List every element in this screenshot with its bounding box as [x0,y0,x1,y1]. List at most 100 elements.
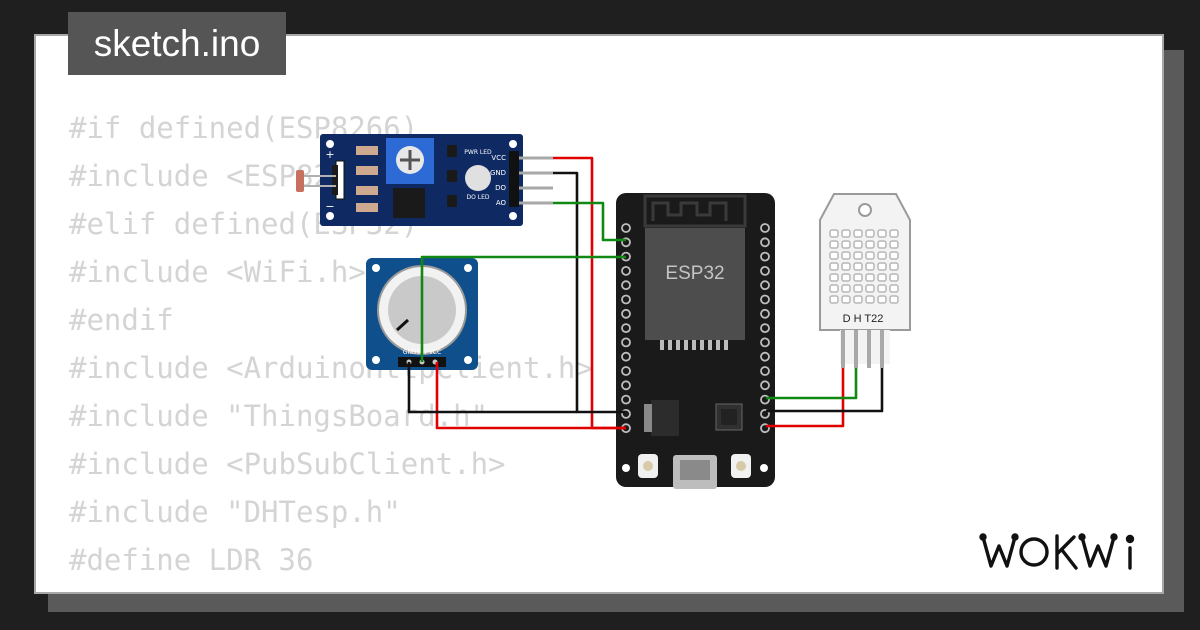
dht22-vent [889,273,899,282]
code-line: #include <WiFi.h> [69,255,366,289]
dht22-vent [841,262,851,271]
dht22-vent [865,240,875,249]
dht22-vent [865,229,875,238]
dht22-vent [841,251,851,260]
esp32-pin[interactable] [621,351,631,362]
dht22-vent [889,240,899,249]
wire-pot-sig[interactable] [420,255,626,362]
esp32-pin[interactable] [760,337,770,348]
dht22-vent [889,295,899,304]
wire-ldr-vcc[interactable] [553,156,626,430]
dht22-vent [865,251,875,260]
project-title[interactable]: sketch.ino [68,12,286,75]
wire-dht-gnd[interactable] [766,368,884,413]
esp32-pin[interactable] [621,223,631,233]
dht22-vent [865,284,875,293]
pwr-led-icon [465,165,491,191]
esp32-pin[interactable] [760,380,770,391]
esp32-pin[interactable] [760,423,770,434]
dht22-vent [829,295,839,304]
esp32-pin[interactable] [760,280,770,291]
ldr-pin-vcc-label: VCC [491,154,506,162]
wire-ldr-gnd[interactable] [553,171,626,414]
esp32-pin[interactable] [621,280,631,291]
wokwi-logo [979,533,1135,570]
esp32-pin[interactable] [760,308,770,319]
dht22-vent [829,262,839,271]
dht22-vent [865,295,875,304]
wire-pot-gnd[interactable] [407,362,577,414]
wire-dht-data[interactable] [766,368,858,400]
do-led-label: DO LED [466,194,489,201]
dht22-vent [841,240,851,249]
dht22-vent [865,262,875,271]
dht22-vent [877,295,887,304]
dht22-vent [829,273,839,282]
esp32-pin[interactable] [760,294,770,305]
dht22-vent [829,240,839,249]
esp32-pin[interactable] [621,308,631,319]
esp32-pin[interactable] [621,394,631,405]
dht22-vent [829,284,839,293]
esp32-pin[interactable] [621,294,631,305]
dht22-vent [841,273,851,282]
esp32-pin[interactable] [760,323,770,334]
dht22-vent [841,284,851,293]
ldr-pin-gnd-label: GND [490,169,506,177]
code-line: #include <PubSubClient.h> [69,447,506,481]
dht22-vent [853,240,863,249]
esp32-board[interactable]: ESP32 [616,193,775,489]
wire-pot-vcc[interactable] [435,362,626,430]
esp32-label: ESP32 [665,263,724,284]
esp32-pin[interactable] [621,337,631,348]
ldr-module[interactable]: + − PWR LED DO LED VCC GND DO AO [296,134,553,226]
photoresistor-icon [296,170,304,192]
code-line: #include "ThingsBoard.h" [69,399,489,433]
esp32-pin[interactable] [621,265,631,276]
dht22-vent [853,273,863,282]
dht22-vent [829,251,839,260]
code-line: #define LDR 36 [69,543,314,577]
dht22-label: D H T22 [843,313,884,325]
dht22-vent [841,295,851,304]
ldr-minus-label: − [325,200,334,213]
dht22-vent [853,284,863,293]
esp32-pin[interactable] [621,366,631,376]
dht22-vent [853,262,863,271]
dht22-vent [829,229,839,238]
dht22-vent [853,251,863,260]
esp32-pin[interactable] [760,366,770,376]
dht22-vent [889,229,899,238]
esp32-pin[interactable] [760,237,770,248]
code-line: #include "DHTesp.h" [69,495,401,529]
dht22-vent [877,273,887,282]
esp32-pin[interactable] [760,351,770,362]
ldr-pin-ao-label: AO [496,199,507,207]
dht22-vent [865,273,875,282]
esp32-pin[interactable] [760,251,770,262]
dht22-vent [877,251,887,260]
esp32-pin[interactable] [621,380,631,391]
dht22-vent [877,262,887,271]
dht22-vent [877,229,887,238]
esp32-pin[interactable] [760,223,770,233]
dht22-sensor[interactable]: D H T22 [819,193,911,368]
esp32-pin[interactable] [621,323,631,334]
dht22-vent [877,284,887,293]
esp32-pin[interactable] [760,265,770,276]
ldr-plus-label: + [325,148,334,161]
esp32-pin[interactable] [621,237,631,248]
dht22-vent [889,251,899,260]
wire-dht-vcc[interactable] [766,368,845,428]
dht22-vent [889,262,899,271]
code-line: #endif [69,303,174,337]
wire-ldr-ao[interactable] [553,201,626,242]
esp32-pin[interactable] [621,408,631,419]
dht22-vent [853,295,863,304]
ldr-pin-do-label: DO [495,184,506,192]
code-line: const float GAMMA = 0.7; [69,591,488,592]
esp32-pin[interactable] [760,408,770,419]
pwr-led-label: PWR LED [464,149,492,156]
esp32-pin[interactable] [760,394,770,405]
dht22-vent [889,284,899,293]
